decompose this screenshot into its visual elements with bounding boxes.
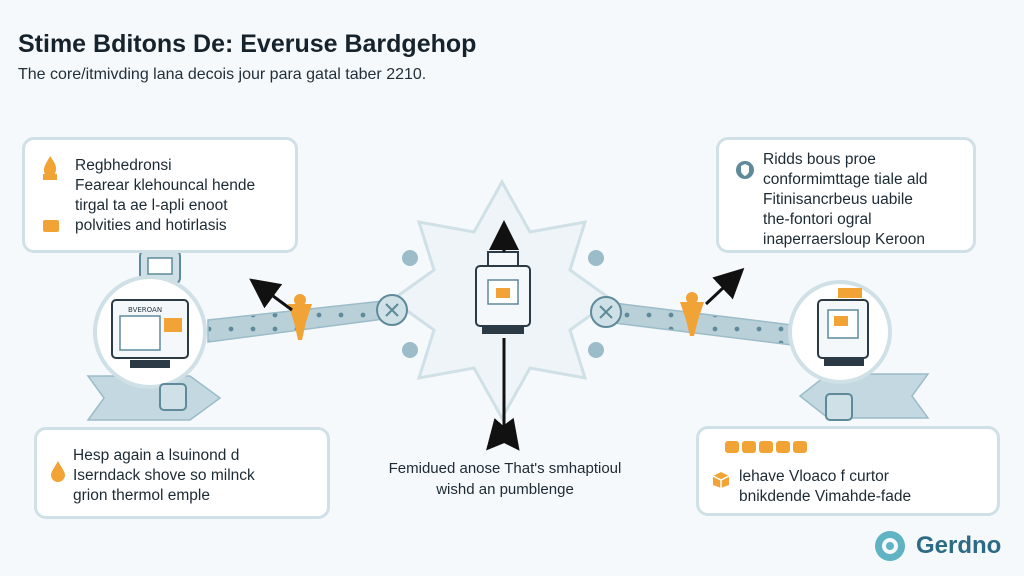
right-worker-figure	[680, 292, 704, 336]
caption-line: Femidued anose That's smhaptioul	[388, 460, 622, 477]
box-line: Fitinisancrbeus uabile	[763, 191, 913, 208]
caption-line: wishd an pumblenge	[436, 481, 574, 498]
box-line: conformimttage tiale ald	[763, 171, 928, 188]
box-line: lehave Vloaco f curtor	[739, 468, 889, 485]
box-line: Iserndack shove so milnck	[73, 467, 255, 484]
box-line: Regbhedronsi	[75, 157, 172, 174]
right-lower-ribbon	[798, 373, 930, 419]
drop-icon	[51, 461, 65, 482]
flame-icon	[43, 156, 57, 180]
left-worker-figure	[288, 294, 312, 340]
right-conveyor-belt	[590, 296, 801, 347]
info-box-top-left: Regbhedronsi Fearear klehouncal hende ti…	[22, 137, 298, 253]
shield-icon	[736, 161, 754, 179]
page-title: Stime Bditons De: Everuse Bardgehop	[18, 30, 477, 58]
box-line: tirgal ta ae l-apli enoot	[75, 197, 228, 214]
info-box-bottom-right: lehave Vloaco f curtor bnikdende Vimahde…	[696, 426, 1000, 516]
center-caption: Femidued anose That's smhaptioul wishd a…	[340, 458, 670, 500]
brand-name: Gerdno	[916, 532, 1002, 559]
chip-icon	[43, 220, 59, 232]
box-line: bnikdende Vimahde-fade	[739, 488, 912, 505]
box-line: grion thermol emple	[73, 487, 210, 504]
box-line: inaperraersloup Keroon	[763, 231, 925, 248]
flow-arrows	[249, 220, 745, 451]
info-box-top-right: Ridds bous proe conformimttage tiale ald…	[716, 137, 976, 253]
box-line: Fearear klehouncal hende	[75, 177, 256, 194]
coins-icon	[725, 441, 807, 453]
info-box-bottom-left: Hesp again a lsuinond d Iserndack shove …	[34, 427, 330, 519]
box-line: polvities and hotirlasis	[75, 217, 227, 234]
center-machine-illustration	[475, 251, 531, 334]
box-line: Hesp again a lsuinond d	[73, 447, 240, 464]
right-machine-illustration	[788, 280, 892, 421]
brand-logo: Gerdno	[872, 528, 1001, 564]
left-monitor-label: BVEROAN	[128, 306, 162, 314]
left-monitor-illustration	[93, 249, 207, 411]
left-conveyor-belt	[207, 294, 408, 343]
box-line: Ridds bous proe	[763, 151, 876, 168]
gear-icon	[875, 531, 905, 561]
page-subtitle: The core/itmivding lana decois jour para…	[18, 66, 427, 83]
left-lower-ribbon	[86, 375, 222, 421]
box-icon	[712, 472, 730, 488]
box-line: the-fontori ogral	[763, 211, 872, 228]
